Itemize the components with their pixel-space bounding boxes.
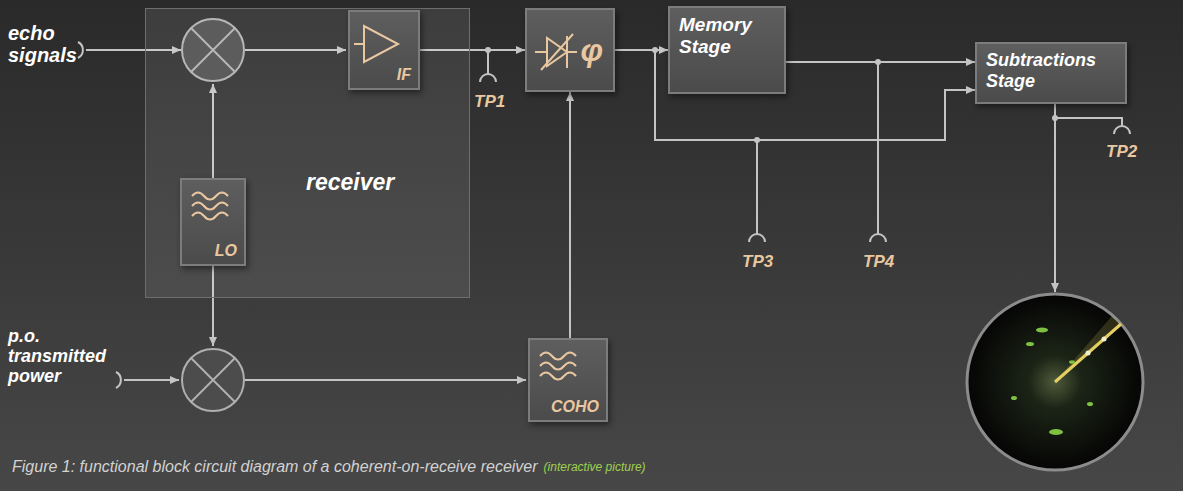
- phase-detector: φ: [525, 8, 615, 92]
- caption-note: (interactive picture): [544, 461, 646, 474]
- sweep-line: [1055, 324, 1121, 382]
- test-point-label: TP4: [863, 252, 894, 271]
- tp4-lead: [877, 62, 879, 234]
- echo-blips: [1011, 328, 1107, 436]
- blip: [1036, 328, 1048, 333]
- mixer-circle: [182, 349, 244, 411]
- mixer-symbol: [182, 349, 244, 411]
- block-label: receiver: [306, 169, 394, 195]
- blip: [1026, 342, 1034, 346]
- sweep-dot: [1102, 337, 1107, 342]
- blip: [1011, 396, 1017, 400]
- block-label: Memory Stage: [679, 14, 780, 58]
- memory-stage: Memory Stage: [668, 6, 786, 94]
- local-oscillator: LO: [180, 178, 246, 266]
- if-amplifier: IF: [348, 10, 420, 90]
- block-label: IF: [397, 66, 411, 84]
- input-jack: [78, 42, 83, 58]
- test-point-label: TP1: [474, 92, 505, 111]
- block-label: COHO: [551, 398, 599, 416]
- blip: [1069, 360, 1075, 364]
- transmit-wire: [124, 379, 179, 381]
- signal-input-label: echo signals: [8, 22, 98, 67]
- coho-oscillator: COHO: [528, 338, 608, 422]
- scope-bezel: [967, 294, 1143, 470]
- sweep-trail: [1055, 316, 1122, 382]
- test-point: [1114, 126, 1130, 134]
- signal-connector: [786, 61, 975, 63]
- signal-input-label: p.o. transmitted power: [8, 326, 128, 386]
- tp3-lead: [756, 140, 758, 234]
- ppi-scope: [967, 294, 1143, 470]
- block-label: LO: [215, 242, 237, 260]
- test-point-label: TP3: [742, 252, 773, 271]
- mixer-coho-wire: [245, 379, 526, 381]
- sweep-dot: [1086, 351, 1091, 356]
- receiver-group: receiver IF LO: [145, 8, 470, 298]
- scope-wire: [1054, 104, 1056, 292]
- block-label: Subtractions Stage: [986, 50, 1121, 91]
- blip: [1049, 429, 1063, 435]
- junction: [1052, 115, 1058, 121]
- blip: [1087, 402, 1093, 406]
- test-point: [870, 234, 886, 242]
- test-point: [480, 74, 496, 82]
- input-jack: [116, 372, 121, 388]
- test-point-label: TP2: [1106, 142, 1137, 161]
- test-point: [749, 234, 765, 242]
- signal-connector: [569, 92, 571, 338]
- tp2-lead: [1055, 118, 1122, 126]
- figure-caption: Figure 1: functional block circuit diagr…: [12, 458, 538, 476]
- mixer-cross: [191, 358, 235, 402]
- block-label: φ: [580, 32, 603, 69]
- subtraction-stage: Subtractions Stage: [975, 42, 1127, 104]
- tp1-lead: [487, 50, 489, 74]
